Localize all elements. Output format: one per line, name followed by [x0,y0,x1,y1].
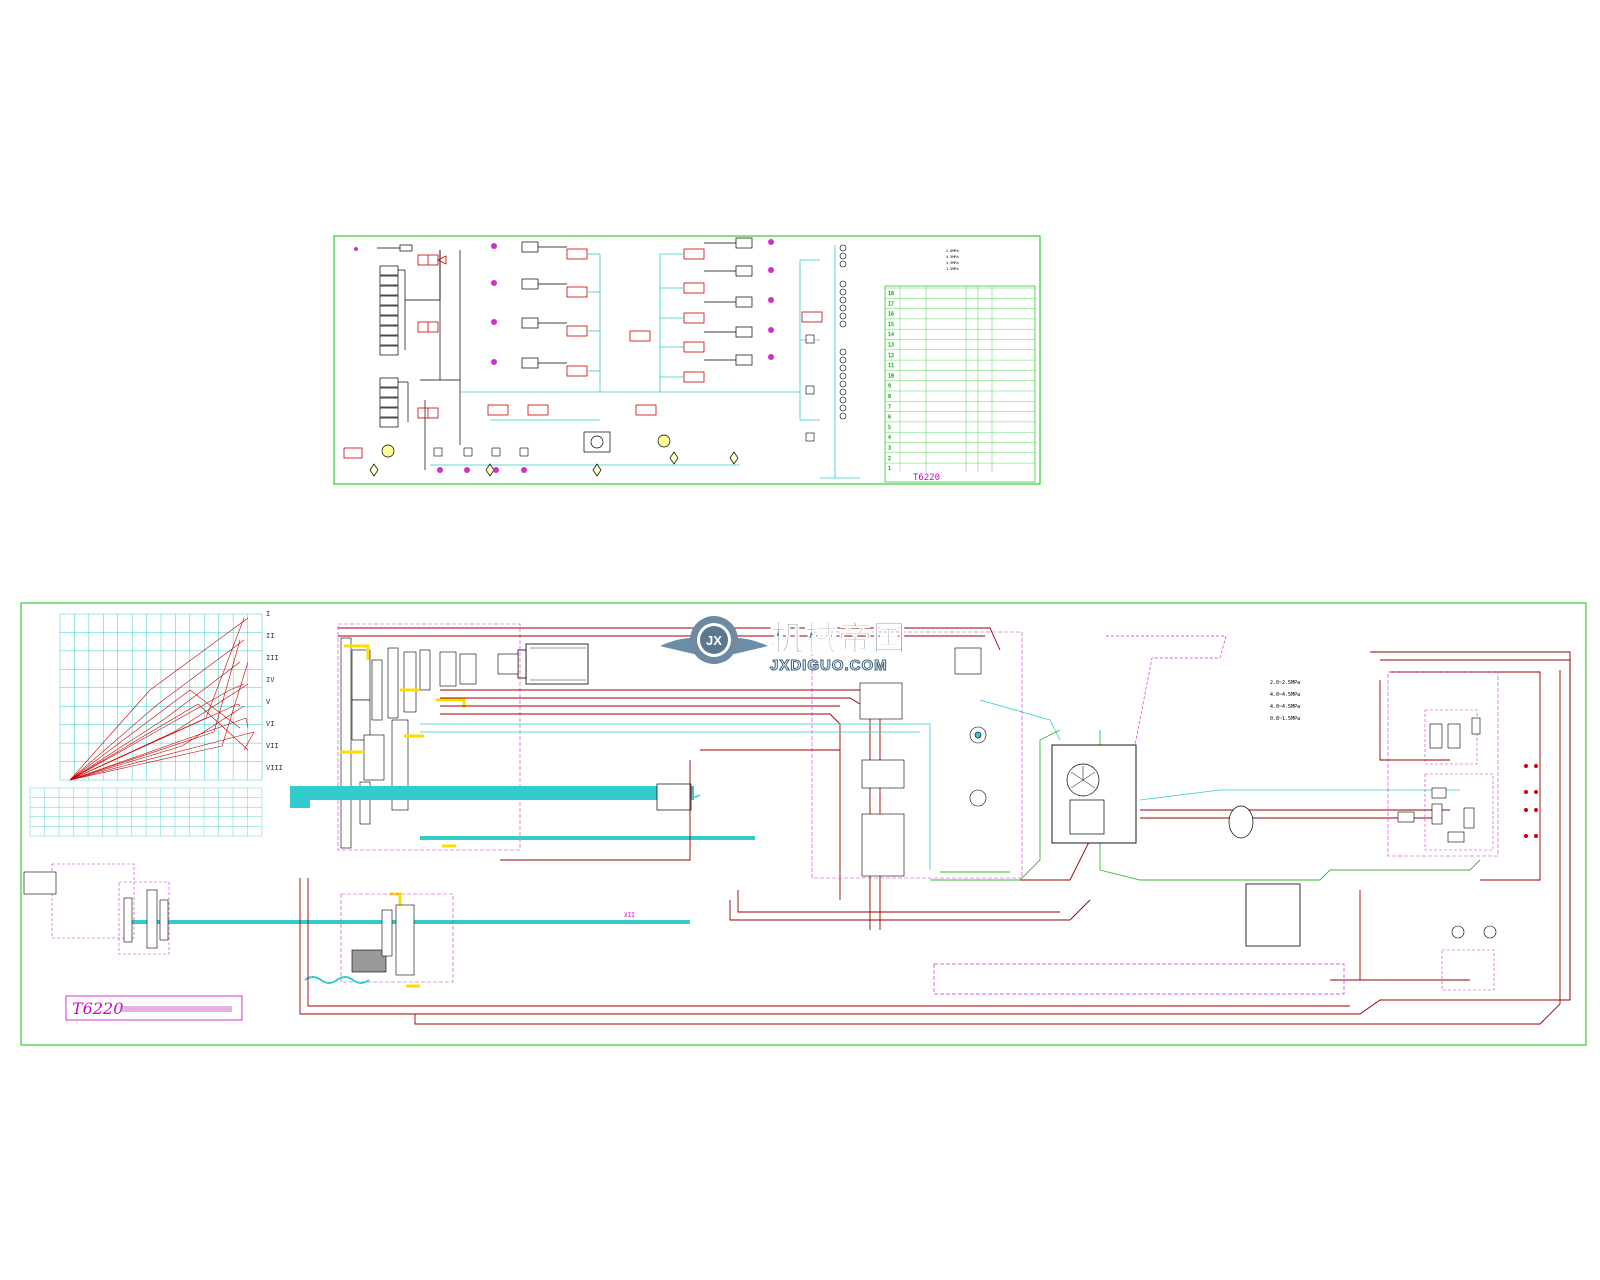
cyan-lines-right [420,699,1460,870]
roman-label: VII [266,742,279,750]
bottom-pressure-note-3: 4.0~4.5MPa [1270,704,1300,710]
table-row-number: 3 [888,446,891,452]
table-row-number: 18 [888,291,894,297]
top-pressure-note-2: 4.5MPa [946,255,959,259]
top-pressure-note-4: 1.5MPa [946,267,959,271]
valve-groups [811,631,1023,879]
table-row-number: 10 [888,373,894,379]
yellow-shift-forks [340,644,466,988]
bottom-pressure-note-2: 4.0~4.5MPa [1270,692,1300,698]
top-pressure-note-1: 2.0MPa [946,249,959,253]
right-valve-panel [1387,671,1499,991]
feed-gearbox [23,863,454,984]
gear-wings-logo: JX [660,616,768,664]
table-row-number: 9 [888,384,891,390]
table-row-number: 8 [888,394,891,400]
bottom-drawing-title: T6220 [72,999,123,1018]
bottom-pressure-note-1: 2.0~2.5MPa [1270,680,1300,686]
return-lines [299,627,1571,1025]
bottom-title-block: T6220 [65,995,243,1021]
table-row-number: 13 [888,343,894,349]
magenta-markers [354,239,774,473]
bottom-pressure-note-4: 0.8~1.5MPa [1270,716,1300,722]
roman-label: VIII [266,764,283,772]
table-row-number: 7 [888,404,891,410]
bottom-pressure-notes: 2.0~2.5MPa 4.0~4.5MPa 4.0~4.5MPa 0.8~1.5… [1270,680,1300,722]
cylinders [521,237,753,369]
top-pressure-notes: 2.0MPa 4.5MPa 4.5MPa 1.5MPa [946,249,959,271]
watermark-brand: 机械帝国 [770,619,906,659]
roman-label: IV [266,676,275,684]
top-drawing: 18 17 16 15 14 13 12 11 10 9 8 7 6 5 4 3 2 1 T6220 2.0MPa… [333,235,1041,485]
roman-label: I [266,610,270,618]
table-row-number: 6 [888,415,891,421]
table-row-number: 5 [888,425,891,431]
roman-label: III [266,654,279,662]
parts-table: 18 17 16 15 14 13 12 11 10 9 8 7 6 5 4 3 2 1 T6220 [884,285,1036,483]
watermark-badge: JX [706,633,722,648]
left-manifold [377,244,461,470]
electric-motor [517,643,589,685]
oil-tank [933,805,1345,995]
table-row-number: 11 [888,363,894,369]
oil-cooler [1051,635,1227,844]
watermark-url: JXDIGUO.COM [770,657,888,674]
control-valves [343,248,823,459]
table-row-number: 1 [888,466,891,472]
right-markers [1524,764,1538,838]
shaft-label: XII [624,912,635,919]
watermark: JX 机械帝国 JXDIGUO.COM [660,616,907,675]
table-row-number: 14 [888,332,894,338]
table-row-number: 2 [888,456,891,462]
roman-label: V [266,698,271,706]
pressure-lines [430,245,860,479]
roman-label: II [266,632,274,640]
green-lines [930,729,1481,881]
main-shaft: XII [132,783,755,924]
top-drawing-border [333,235,1041,485]
table-row-number: 17 [888,301,894,307]
pressure-gauges [839,244,847,420]
gearbox [337,623,521,851]
bottom-drawing-border [20,602,1587,1046]
table-row-number: 4 [888,435,891,441]
orifices [433,334,815,457]
top-drawing-title: T6220 [913,473,940,483]
roman-label: VI [266,720,274,728]
table-row-number: 16 [888,312,894,318]
top-pressure-note-3: 4.5MPa [946,261,959,265]
table-row-number: 12 [888,353,894,359]
table-row-number: 15 [888,322,894,328]
